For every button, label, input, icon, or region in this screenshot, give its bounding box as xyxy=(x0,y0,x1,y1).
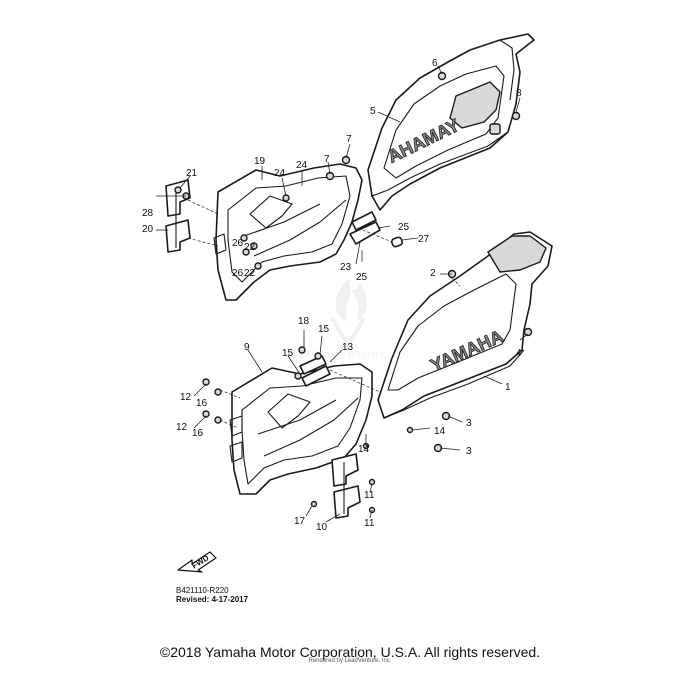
callout-24: 24 xyxy=(274,168,286,179)
callout-17: 17 xyxy=(294,516,306,527)
callout-11b: 11 xyxy=(364,518,375,529)
callout-1: 1 xyxy=(505,382,511,393)
callout-28: 28 xyxy=(142,208,154,219)
leader-lines xyxy=(156,65,529,523)
callout-19: 19 xyxy=(254,156,266,167)
lower-inner-door-frame xyxy=(229,363,373,495)
callout-15: 15 xyxy=(318,324,330,335)
drawing-id: B421110-R220 xyxy=(176,586,229,595)
callout-numbers: 1 2 3 3 4 5 6 7 7 8 9 10 11 11 12 12 13 … xyxy=(142,58,522,533)
callout-20: 20 xyxy=(142,224,154,235)
fwd-arrow-icon: FWD xyxy=(177,551,217,573)
watermark-logo: LEADVENTURE xyxy=(300,278,389,360)
callout-2: 2 xyxy=(430,268,436,279)
lower-hinges xyxy=(331,453,361,519)
callout-4: 4 xyxy=(516,348,522,359)
callout-18: 18 xyxy=(298,316,310,327)
callout-5: 5 xyxy=(370,106,376,117)
callout-16: 16 xyxy=(196,398,208,409)
callout-26b: 26 xyxy=(232,268,244,279)
callout-27: 27 xyxy=(418,234,430,245)
callout-22: 22 xyxy=(244,242,256,253)
callout-11: 11 xyxy=(364,490,375,501)
revision-date: Revised: 4-17-2017 xyxy=(176,595,249,604)
callout-16b: 16 xyxy=(192,428,204,439)
upper-hinges xyxy=(165,179,191,253)
callout-12: 12 xyxy=(180,392,192,403)
upper-bolts xyxy=(174,71,521,270)
callout-8: 8 xyxy=(516,88,522,99)
callout-22b: 22 xyxy=(244,268,256,279)
callout-15b: 15 xyxy=(282,348,294,359)
callout-24b: 24 xyxy=(296,160,308,171)
callout-3: 3 xyxy=(466,418,472,429)
upper-striker-plates xyxy=(349,211,404,248)
callout-7b: 7 xyxy=(324,154,330,165)
callout-23: 23 xyxy=(340,262,352,273)
callout-6: 6 xyxy=(432,58,438,69)
callout-14: 14 xyxy=(434,426,446,437)
copyright-notice: ©2018 Yamaha Motor Corporation, U.S.A. A… xyxy=(159,644,541,660)
callout-9: 9 xyxy=(244,342,250,353)
callout-12b: 12 xyxy=(176,422,188,433)
callout-10: 10 xyxy=(316,522,328,533)
callout-7: 7 xyxy=(346,134,352,145)
callout-13: 13 xyxy=(342,342,354,353)
rendered-by-notice: Rendered by LeadVenture, Inc. xyxy=(308,658,392,664)
callout-25: 25 xyxy=(398,222,410,233)
lower-striker-plates xyxy=(299,355,331,387)
watermark-text: LEADVENTURE xyxy=(300,350,389,360)
upper-inner-door-frame xyxy=(213,163,363,301)
lower-outer-door-panel: YAMAHA xyxy=(377,231,553,419)
upper-outer-door-panel: YAMAHA xyxy=(367,33,535,211)
callout-21: 21 xyxy=(186,168,198,179)
callout-14b: 14 xyxy=(358,444,370,455)
callout-3b: 3 xyxy=(466,446,472,457)
callout-26: 26 xyxy=(232,238,244,249)
callout-25b: 25 xyxy=(356,272,368,283)
